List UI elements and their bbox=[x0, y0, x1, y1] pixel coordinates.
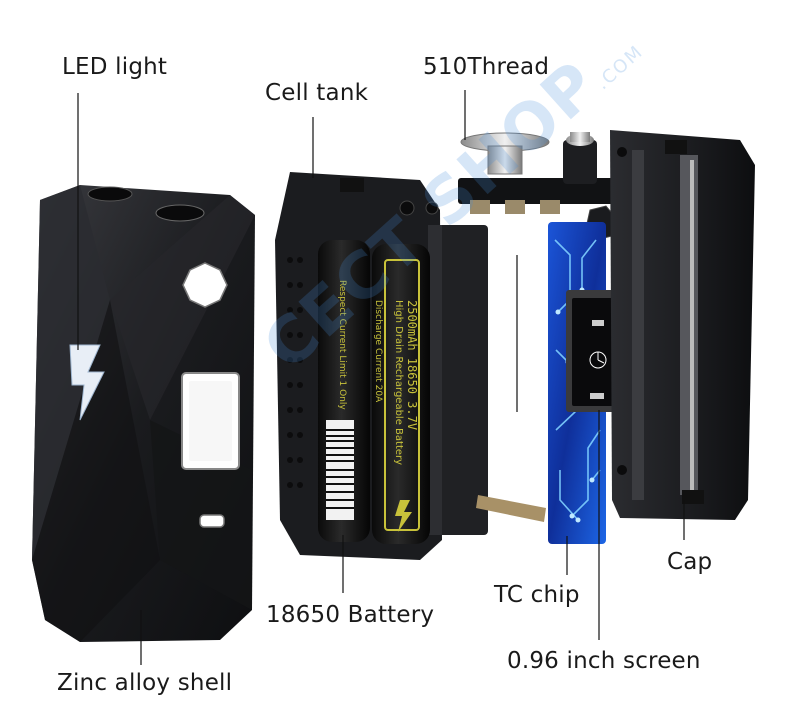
battery-text-1: High Drain Rechargeable Battery bbox=[393, 300, 404, 465]
led-logo-icon bbox=[69, 344, 105, 421]
label-screen: 0.96 inch screen bbox=[507, 648, 701, 674]
label-18650-battery: 18650 Battery bbox=[266, 602, 435, 628]
battery-text-3: Discharge Current 20A bbox=[373, 300, 383, 403]
brass-contact bbox=[476, 495, 546, 522]
zinc-alloy-shell bbox=[32, 185, 255, 642]
battery-18650-left bbox=[318, 240, 370, 542]
label-510-thread: 510Thread bbox=[423, 54, 550, 80]
battery-18650-right bbox=[372, 244, 430, 544]
label-tc-chip: TC chip bbox=[494, 582, 580, 608]
thread-510-assembly bbox=[458, 132, 618, 241]
cap-cover bbox=[610, 130, 755, 520]
oled-screen-096 bbox=[566, 290, 628, 412]
battery-text-2: 2500mAh 18650 3.7V bbox=[405, 300, 419, 430]
leader-lines bbox=[77, 90, 685, 665]
label-cap: Cap bbox=[667, 549, 713, 575]
battery-bolt-icon bbox=[395, 500, 412, 532]
battery-text-4: Respect Current Limit 1 Only bbox=[337, 280, 347, 410]
label-led-light: LED light bbox=[62, 54, 168, 80]
label-zinc-alloy-shell: Zinc alloy shell bbox=[57, 670, 233, 696]
label-cell-tank: Cell tank bbox=[265, 80, 369, 106]
